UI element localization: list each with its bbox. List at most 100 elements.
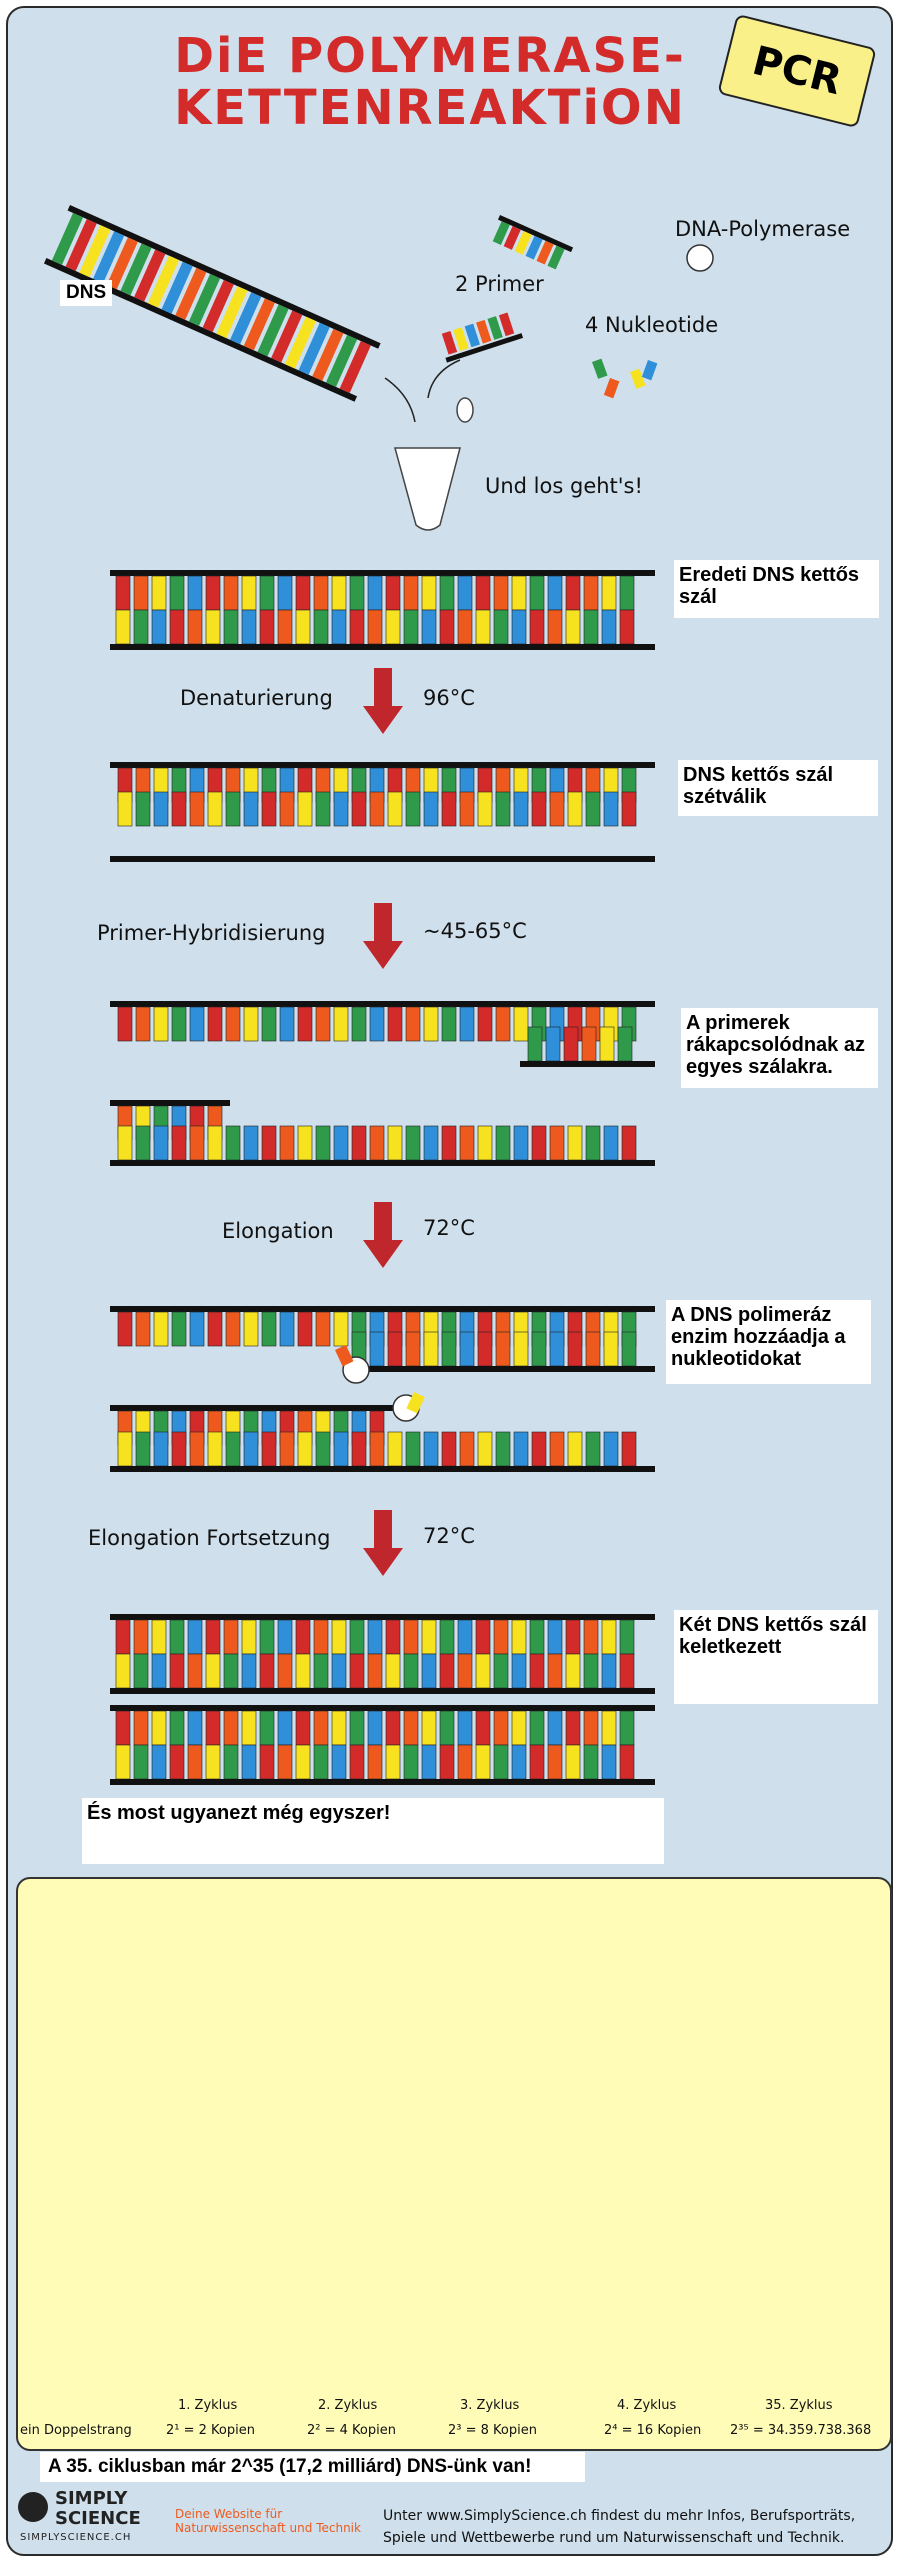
original-dna-base xyxy=(187,575,203,611)
hybrid-bottom-base xyxy=(189,1125,205,1161)
elong-top-base xyxy=(315,1311,331,1347)
original-dna-base xyxy=(115,575,131,611)
hybrid-bottom-base xyxy=(261,1125,277,1161)
separated-bottom-base xyxy=(297,791,313,827)
hybrid-top-base xyxy=(495,1006,511,1042)
intro-primer-base xyxy=(498,312,515,337)
result-dna-2-base xyxy=(295,1710,311,1746)
separated-bottom-base xyxy=(603,791,619,827)
separated-bottom-base xyxy=(477,791,493,827)
original-dna-base xyxy=(205,575,221,611)
hybrid-primer-base xyxy=(599,1026,615,1062)
separated-bottom-backbone xyxy=(110,856,655,862)
result-dna-1-base xyxy=(475,1619,491,1655)
title-line-1: DiE POLYMERASE- xyxy=(174,28,686,84)
result-dna-1-base xyxy=(151,1619,167,1655)
summary-text: A 35. ciklusban már 2^35 (17,2 milliárd)… xyxy=(40,2452,585,2482)
original-dna-base xyxy=(583,575,599,611)
note-original-strand: Eredeti DNS kettős szál xyxy=(674,560,879,618)
elong-bottom-base xyxy=(261,1431,277,1467)
elong-top-base xyxy=(171,1311,187,1347)
hybrid-top-base xyxy=(369,1006,385,1042)
logo-url: SIMPLYSCIENCE.CH xyxy=(20,2532,132,2543)
original-dna-bottom-backbone xyxy=(110,644,655,650)
intro-nucleotide xyxy=(629,368,646,389)
cycle-4-copies: 2⁴ = 16 Kopien xyxy=(604,2423,702,2438)
hybrid-bottom-base xyxy=(423,1125,439,1161)
result-dna-1-base xyxy=(565,1619,581,1655)
original-dna-base xyxy=(223,575,239,611)
intro-dna-backbone xyxy=(67,205,381,349)
result-dna-1-pair xyxy=(493,1653,509,1689)
separated-bottom-base xyxy=(261,791,277,827)
step-elongation-temp: 72°C xyxy=(423,1216,475,1240)
intro-primer-2 xyxy=(441,312,524,363)
elong-top-base xyxy=(297,1311,313,1347)
result-dna-2-base xyxy=(223,1710,239,1746)
intro-primer-base xyxy=(536,240,554,265)
arrow-elongation-continued xyxy=(363,1548,403,1576)
arrow-denaturation xyxy=(363,706,403,734)
result-dna-1-base xyxy=(493,1619,509,1655)
original-dna-pair xyxy=(601,609,617,645)
intro-dna-base xyxy=(51,212,84,265)
intro-dna-base xyxy=(120,243,152,296)
hybrid-top-base xyxy=(333,1006,349,1042)
original-dna-base xyxy=(349,575,365,611)
result-dna-2-pair xyxy=(313,1744,329,1780)
result-dna-1-pair xyxy=(457,1653,473,1689)
result-dna-2-base xyxy=(385,1710,401,1746)
intro-dna-base xyxy=(271,310,303,363)
intro-dna-base xyxy=(243,298,275,351)
intro-tube-cap xyxy=(456,397,474,423)
original-dna-pair xyxy=(511,609,527,645)
original-dna-base xyxy=(493,575,509,611)
result-dna-2-base xyxy=(475,1710,491,1746)
arrow-denaturation xyxy=(374,668,392,708)
original-dna-pair xyxy=(583,609,599,645)
result-dna-2-top-backbone xyxy=(110,1705,655,1711)
intro-primer-base xyxy=(525,235,543,260)
elong-new-backbone xyxy=(352,1366,655,1372)
elong-bottom-base xyxy=(279,1431,295,1467)
result-dna-2-pair xyxy=(259,1744,275,1780)
original-dna-pair xyxy=(259,609,275,645)
result-dna-1-bottom-backbone xyxy=(110,1688,655,1694)
original-dna-pair xyxy=(295,609,311,645)
hybrid-bottom-base xyxy=(171,1125,187,1161)
original-dna-base xyxy=(277,575,293,611)
elong-bottom-base xyxy=(423,1431,439,1467)
hybrid-bottom-base xyxy=(243,1125,259,1161)
separated-bottom-base xyxy=(459,791,475,827)
original-dna-base xyxy=(457,575,473,611)
elong-bottom-base xyxy=(207,1431,223,1467)
pcr-badge-text: PCR xyxy=(748,37,846,105)
elong-bottom-base xyxy=(351,1431,367,1467)
separated-bottom-base xyxy=(531,791,547,827)
intro-primer-base xyxy=(441,330,458,355)
elong-bottom-base xyxy=(189,1431,205,1467)
intro-dna-base xyxy=(65,219,97,272)
result-dna-1-pair xyxy=(367,1653,383,1689)
original-dna-pair xyxy=(169,609,185,645)
original-dna-base xyxy=(421,575,437,611)
intro-primer-base xyxy=(503,226,521,250)
elong-bottom-base xyxy=(153,1431,169,1467)
intro-nucleotide xyxy=(641,360,658,381)
elong-new-base xyxy=(495,1331,511,1367)
result-dna-2-pair xyxy=(457,1744,473,1780)
result-dna-2-base xyxy=(565,1710,581,1746)
intro-tube xyxy=(394,447,461,531)
hybrid-bottom-base xyxy=(513,1125,529,1161)
result-dna-1-pair xyxy=(295,1653,311,1689)
result-dna-2-pair xyxy=(439,1744,455,1780)
elong-bottom-base xyxy=(243,1431,259,1467)
result-dna-2-pair xyxy=(151,1744,167,1780)
elong-new-base xyxy=(513,1331,529,1367)
elong-bottom-base xyxy=(549,1431,565,1467)
hybrid-primer-backbone xyxy=(520,1061,655,1067)
separated-bottom-base xyxy=(117,791,133,827)
result-dna-2-pair xyxy=(619,1744,635,1780)
step-denaturation: Denaturierung xyxy=(180,686,333,710)
result-dna-1-base xyxy=(205,1619,221,1655)
